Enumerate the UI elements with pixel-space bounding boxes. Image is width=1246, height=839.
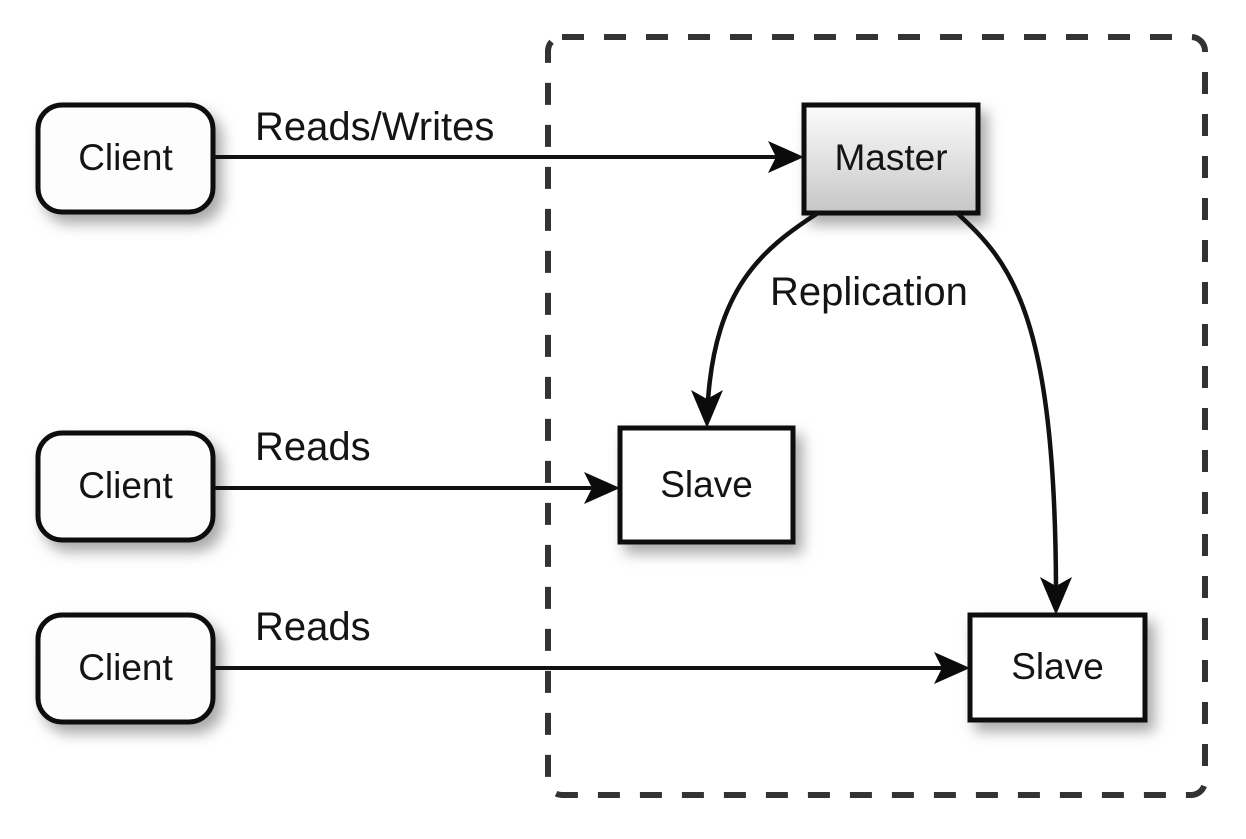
edge-master-slave1-label: Replication bbox=[770, 270, 968, 314]
edge-client1-master-label: Reads/Writes bbox=[255, 105, 494, 149]
edge-master-slave2 bbox=[955, 211, 1072, 615]
node-client-1[interactable]: Client bbox=[35, 102, 216, 215]
client-1-label: Client bbox=[78, 137, 173, 178]
edge-client3-slave2-label: Reads bbox=[255, 605, 371, 649]
slave-2-label: Slave bbox=[1011, 646, 1104, 687]
node-client-3[interactable]: Client bbox=[35, 612, 216, 725]
node-master[interactable]: Master bbox=[801, 102, 981, 216]
master-box[interactable] bbox=[801, 102, 981, 216]
client-2-label: Client bbox=[78, 465, 173, 506]
edge-client2-slave1: Reads bbox=[213, 425, 620, 504]
edge-master-slave1-curve bbox=[705, 211, 820, 401]
node-client-2[interactable]: Client bbox=[35, 430, 216, 543]
edge-client1-master-arrowhead bbox=[768, 141, 804, 173]
edge-client2-slave1-arrowhead bbox=[584, 472, 620, 504]
client-3-label: Client bbox=[78, 647, 173, 688]
edge-client3-slave2-arrowhead bbox=[934, 652, 970, 684]
edge-master-slave1: Replication bbox=[691, 211, 968, 428]
edge-client1-master: Reads/Writes bbox=[213, 105, 804, 173]
edge-master-slave2-arrowhead bbox=[1040, 577, 1072, 615]
slave-1-box[interactable] bbox=[617, 425, 796, 545]
node-slave-1[interactable]: Slave bbox=[617, 425, 796, 545]
slave-2-box[interactable] bbox=[967, 612, 1148, 723]
edge-master-slave1-arrowhead bbox=[691, 390, 723, 428]
node-slave-2[interactable]: Slave bbox=[967, 612, 1148, 723]
slave-1-label: Slave bbox=[660, 464, 753, 505]
database-cluster-boundary bbox=[545, 34, 1208, 798]
edge-master-slave2-curve bbox=[955, 211, 1059, 589]
master-label: Master bbox=[834, 137, 947, 178]
edge-client2-slave1-label: Reads bbox=[255, 425, 371, 469]
edge-client3-slave2: Reads bbox=[213, 605, 970, 684]
